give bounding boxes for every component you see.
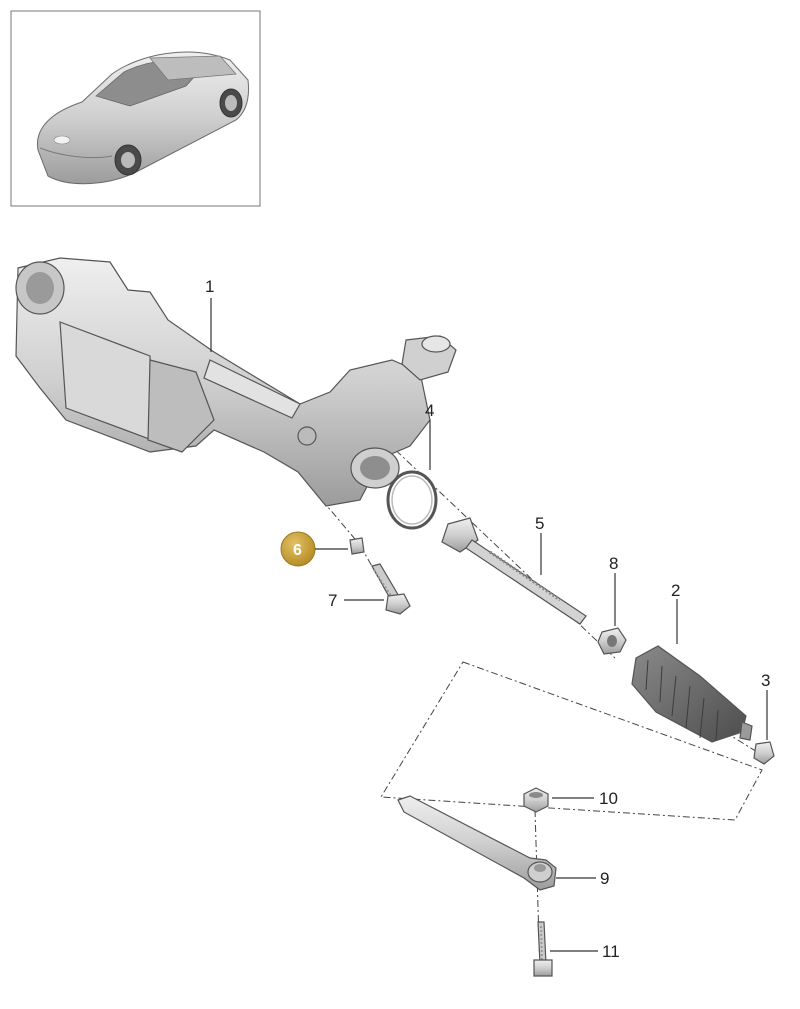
callout-8[interactable]: 8	[609, 554, 618, 626]
callout-6[interactable]: 6	[280, 531, 348, 567]
callout-label-5: 5	[535, 514, 544, 533]
bolt-11-part[interactable]	[533, 921, 553, 977]
callout-4[interactable]: 4	[425, 401, 434, 470]
callout-label-4: 4	[425, 401, 434, 420]
callout-label-7: 7	[328, 591, 337, 610]
callout-label-11: 11	[602, 942, 620, 961]
nut-8-part[interactable]	[597, 627, 627, 655]
steering-rack-part[interactable]	[15, 257, 457, 507]
callout-9[interactable]: 9	[556, 869, 609, 888]
callout-label-10: 10	[599, 789, 618, 808]
nut-10-part[interactable]	[523, 787, 549, 813]
sleeve-6-part[interactable]	[349, 537, 365, 555]
callout-label-1: 1	[205, 277, 214, 296]
callout-7[interactable]: 7	[328, 591, 384, 610]
tie-rod-end-part[interactable]	[397, 795, 557, 891]
o-ring-part[interactable]	[386, 470, 438, 530]
callout-11[interactable]: 11	[550, 942, 620, 961]
callout-1[interactable]: 1	[205, 277, 214, 352]
callout-10[interactable]: 10	[552, 789, 618, 808]
callout-2[interactable]: 2	[671, 581, 680, 644]
callout-label-6: 6	[293, 542, 302, 559]
callout-5[interactable]: 5	[535, 514, 544, 575]
vehicle-thumbnail	[10, 10, 261, 207]
callout-label-3: 3	[761, 671, 770, 690]
car-image	[36, 51, 249, 185]
callout-label-2: 2	[671, 581, 680, 600]
callout-label-8: 8	[609, 554, 618, 573]
callout-label-9: 9	[600, 869, 609, 888]
clamp-3-part[interactable]	[753, 741, 775, 765]
bolt-7-part[interactable]	[371, 563, 411, 615]
steering-boot-part[interactable]	[631, 645, 753, 743]
inner-tie-rod-part[interactable]	[441, 517, 587, 625]
callout-3[interactable]: 3	[761, 671, 770, 740]
